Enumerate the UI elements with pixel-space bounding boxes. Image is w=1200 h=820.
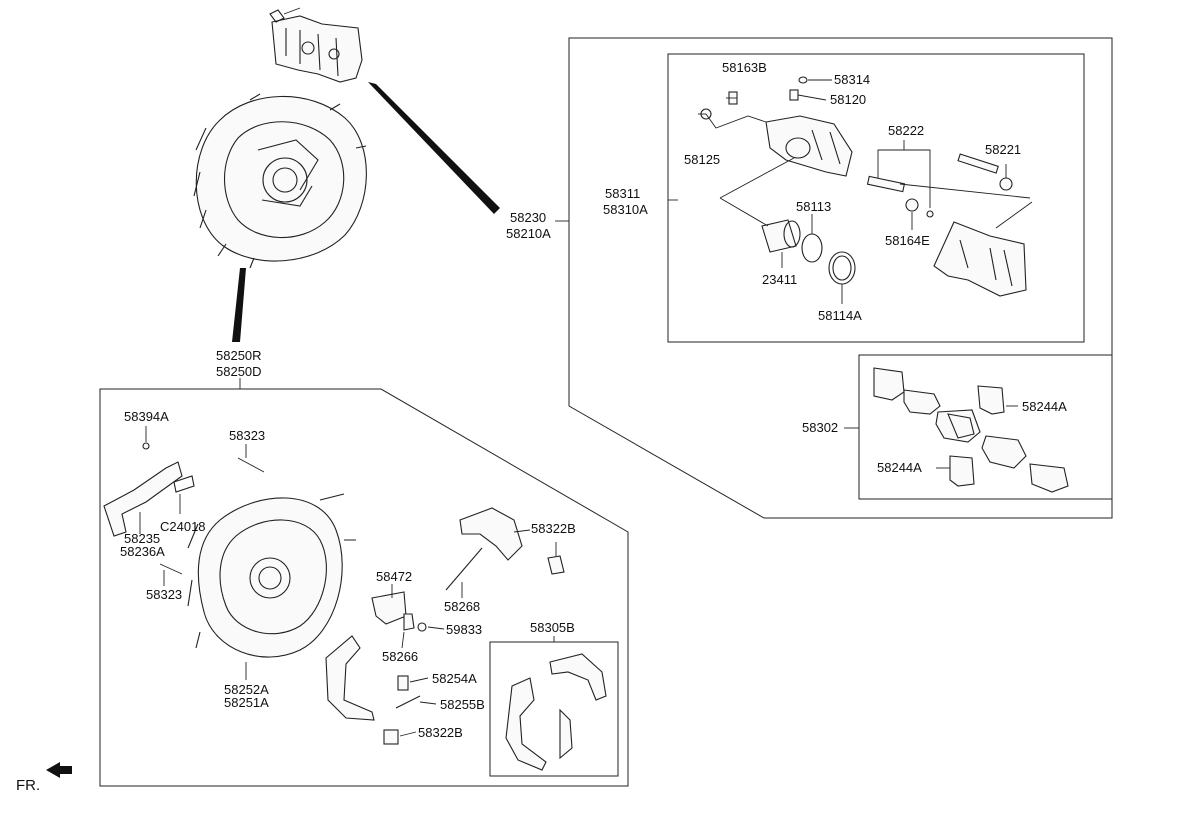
caliper-arrow	[368, 82, 500, 214]
label-58252A: 58252A	[224, 682, 269, 697]
label-58251A: 58251A	[224, 695, 269, 710]
label-58310A: 58310A	[603, 202, 648, 217]
label-58244A-top: 58244A	[1022, 399, 1067, 414]
label-58250R: 58250R	[216, 348, 262, 363]
label-58255B: 58255B	[440, 697, 485, 712]
label-58125: 58125	[684, 152, 720, 167]
label-23411: 23411	[762, 272, 797, 287]
leader-lines	[139, 79, 1033, 737]
label-58322B-bottom: 58322B	[418, 725, 463, 740]
part-labels: 58163B 58314 58120 58125 58222 58221 583…	[16, 60, 1067, 794]
label-58268: 58268	[444, 599, 480, 614]
label-58311: 58311	[605, 186, 640, 201]
brake-pad-illustration	[873, 367, 1069, 493]
label-58113: 58113	[796, 199, 831, 214]
label-58302: 58302	[802, 420, 838, 435]
label-58394A: 58394A	[124, 409, 169, 424]
label-58236A: 58236A	[120, 544, 165, 559]
label-58314: 58314	[834, 72, 870, 87]
front-arrow-icon	[46, 762, 72, 778]
label-C24018: C24018	[160, 519, 206, 534]
caliper-main-illustration	[269, 7, 363, 83]
label-58323-bottom: 58323	[146, 587, 182, 602]
parking-brake-illustration	[103, 442, 607, 771]
label-58250D: 58250D	[216, 364, 262, 379]
label-58210A: 58210A	[506, 226, 551, 241]
label-58222: 58222	[888, 123, 924, 138]
label-58305B: 58305B	[530, 620, 575, 635]
label-59833: 59833	[446, 622, 482, 637]
label-58163B: 58163B	[722, 60, 767, 75]
backing-plate-main-illustration	[193, 93, 367, 269]
caliper-assembly-illustration	[700, 76, 1027, 297]
backing-plate-arrow	[232, 268, 246, 342]
backing-plate-group-outline	[99, 388, 629, 787]
label-58164E: 58164E	[885, 233, 930, 248]
label-58254A: 58254A	[432, 671, 477, 686]
label-58114A: 58114A	[818, 308, 862, 323]
label-58221: 58221	[985, 142, 1021, 157]
label-58244A-bottom: 58244A	[877, 460, 922, 475]
caliper-group-outline	[568, 37, 1113, 519]
front-direction-label: FR.	[16, 777, 40, 794]
label-58120: 58120	[830, 92, 866, 107]
label-58235: 58235	[124, 531, 160, 546]
label-58230: 58230	[510, 210, 546, 225]
brake-pad-box	[858, 354, 1113, 500]
label-58323-top: 58323	[229, 428, 265, 443]
label-58472: 58472	[376, 569, 412, 584]
label-58322B-top: 58322B	[531, 521, 576, 536]
caliper-assembly-box	[667, 53, 1085, 343]
label-58266: 58266	[382, 649, 418, 664]
